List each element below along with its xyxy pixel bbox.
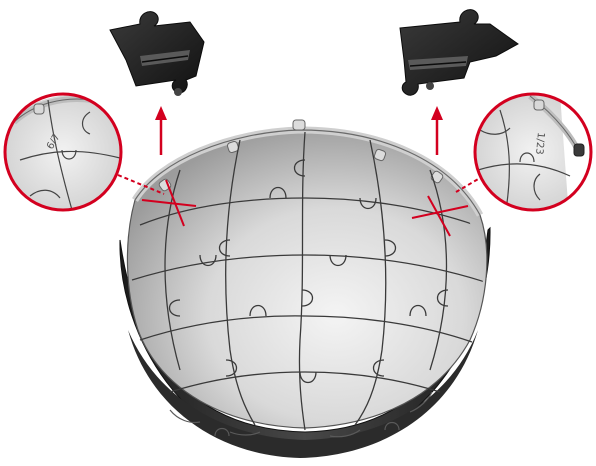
puzzle-sphere xyxy=(120,120,490,458)
left-up-arrow xyxy=(155,106,167,155)
right-up-arrow xyxy=(431,106,443,155)
right-magnifier-inset: 1/23 xyxy=(475,94,596,230)
left-puzzle-piece xyxy=(110,12,204,96)
left-magnifier-inset: 6/7 xyxy=(0,90,121,210)
right-puzzle-piece xyxy=(400,10,518,96)
right-inset-marking: 1/23 xyxy=(533,132,546,155)
rim-tab xyxy=(293,120,305,130)
